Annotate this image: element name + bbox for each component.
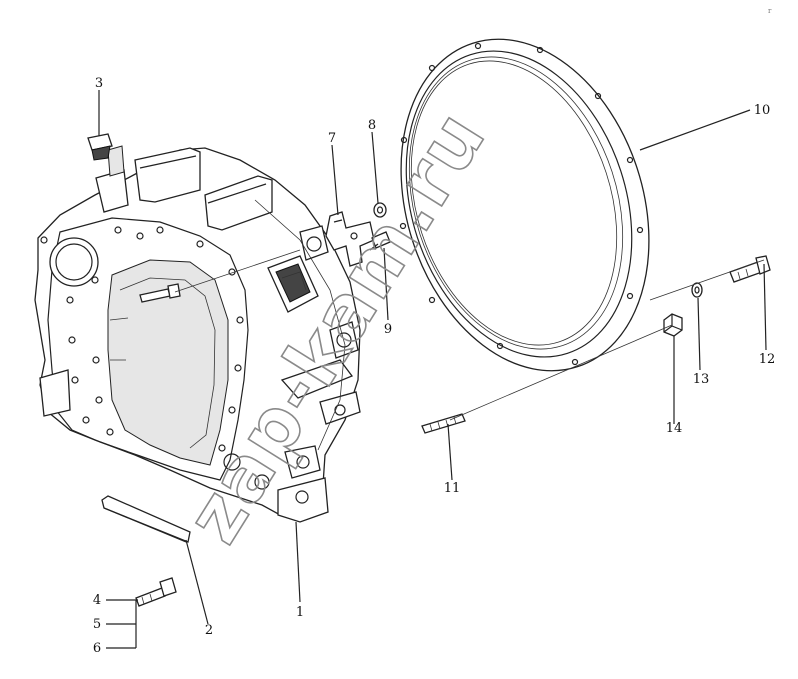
bracket xyxy=(325,211,375,267)
callout-labels: 1 2 3 4 5 6 7 8 9 10 11 12 13 14 xyxy=(93,76,775,656)
cover-plate xyxy=(101,495,191,543)
nut xyxy=(663,313,683,337)
callout-12: 12 xyxy=(759,352,776,367)
assembly-axes xyxy=(174,249,765,421)
callout-6: 6 xyxy=(93,641,101,656)
callout-4: 4 xyxy=(93,593,101,608)
corner-mark: r xyxy=(768,7,772,15)
housing-bolt xyxy=(139,283,181,303)
gasket-ring xyxy=(399,38,650,372)
plug xyxy=(87,133,113,161)
short-bolt xyxy=(369,231,391,251)
flange-bolt xyxy=(135,577,177,607)
washer-small xyxy=(373,202,387,218)
callout-9: 9 xyxy=(384,322,392,337)
callout-14: 14 xyxy=(666,421,683,436)
callout-2: 2 xyxy=(205,623,213,638)
callout-8: 8 xyxy=(368,118,376,133)
bell-housing xyxy=(34,145,361,523)
callout-1: 1 xyxy=(296,605,304,620)
callout-13: 13 xyxy=(693,372,710,387)
leader-lines xyxy=(98,90,767,649)
callout-11: 11 xyxy=(444,481,461,496)
callout-3: 3 xyxy=(95,76,103,91)
stud xyxy=(421,413,466,434)
callout-10: 10 xyxy=(754,103,771,118)
long-bolt xyxy=(729,255,771,283)
callout-5: 5 xyxy=(93,617,101,632)
washer xyxy=(691,282,703,298)
callout-7: 7 xyxy=(328,131,336,146)
